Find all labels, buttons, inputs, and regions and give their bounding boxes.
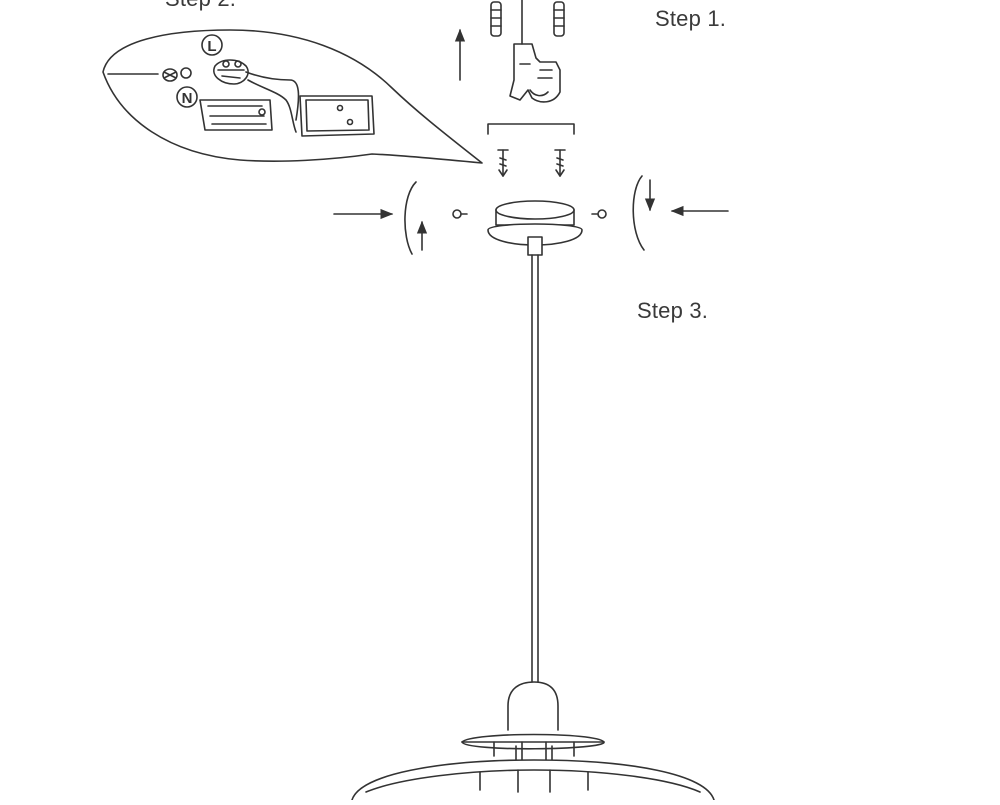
wall-plug-icon	[490, 1, 502, 37]
side-screw-icon	[591, 209, 607, 219]
live-terminal-label: L	[207, 38, 216, 55]
screw-icon	[554, 149, 566, 177]
mounting-bracket-icon	[199, 99, 273, 131]
lamp-shade	[351, 681, 715, 801]
wall-plug-icon	[553, 1, 565, 37]
ceiling-canopy	[487, 200, 583, 256]
drill-icon	[509, 0, 561, 103]
wire-connector-icon	[162, 67, 192, 82]
canopy-plate-icon	[299, 95, 375, 137]
mounting-bracket	[487, 123, 575, 135]
live-terminal-marker: L	[201, 34, 223, 56]
step-3-label: Step 3.	[637, 298, 709, 323]
neutral-terminal-marker: N	[176, 86, 198, 108]
suspension-cable	[531, 254, 539, 685]
neutral-terminal-label: N	[182, 90, 193, 107]
wiring-callout: L N	[102, 29, 483, 164]
ceiling-anchors	[490, 1, 565, 37]
rotate-arrow-icon	[404, 181, 428, 255]
step-1-label: Step 1.	[655, 6, 727, 31]
screw-icon	[497, 149, 509, 177]
step-2-label: Step 2.	[165, 0, 236, 12]
fixture-wire	[247, 79, 297, 133]
side-screw-icon	[452, 209, 468, 219]
terminal-block-icon	[213, 59, 249, 85]
fixture-wire	[245, 71, 300, 121]
rotate-arrow-icon	[632, 175, 656, 251]
